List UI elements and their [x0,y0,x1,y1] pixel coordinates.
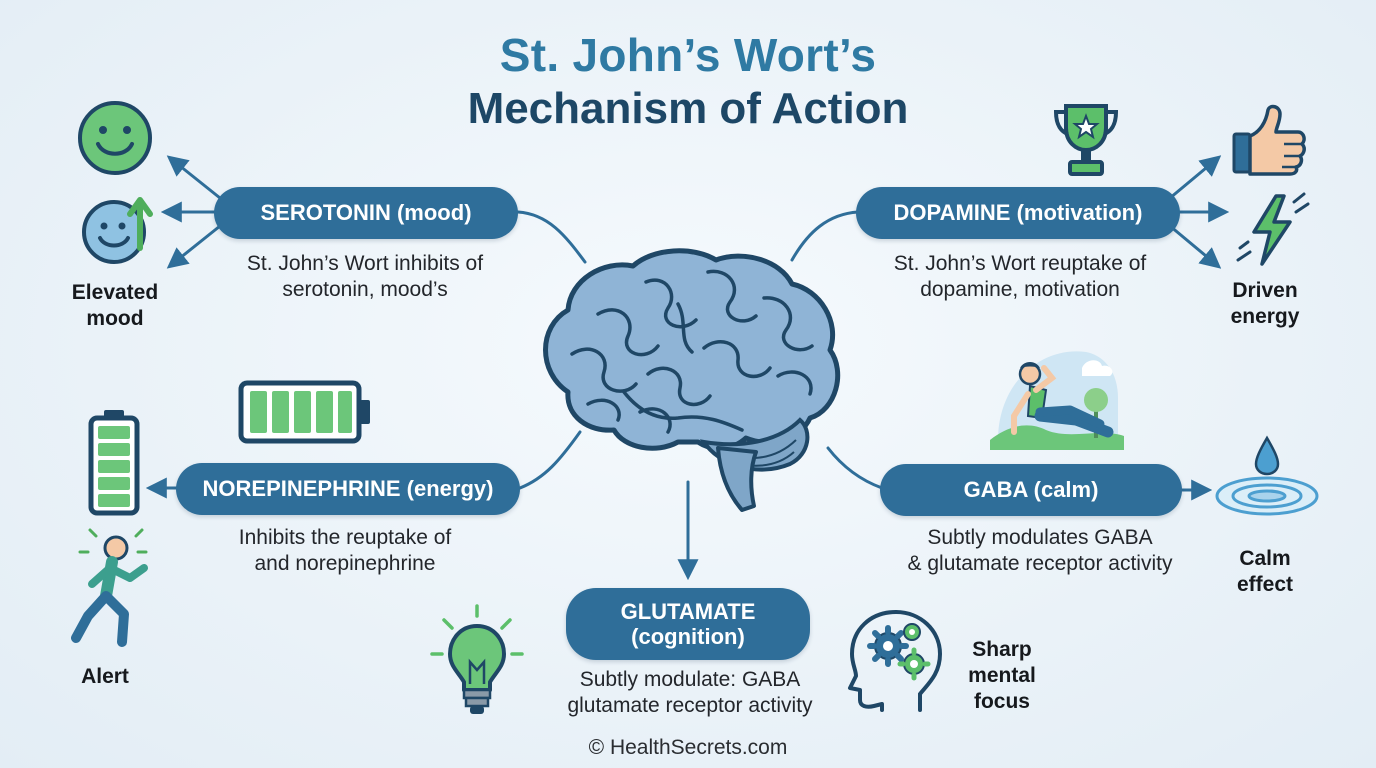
glutamate-effect-line-1: Sharp [972,638,1032,661]
title-line-2: Mechanism of Action [467,84,909,133]
relaxing-person-icon [990,351,1124,450]
title-line-1: St. John’s Wort’s [499,29,877,81]
water-drop-ripple-icon [1215,435,1319,516]
dopamine-desc-line-2: dopamine, motivation [920,278,1120,301]
gaba-effect-label: Calm effect [1205,546,1325,598]
smiley-up-arrow-icon [82,197,153,264]
glutamate-description: Subtly modulate: GABA glutamate receptor… [540,667,840,719]
norepinephrine-desc-line-2: and norepinephrine [254,552,436,575]
serotonin-effect-label: Elevated mood [50,280,180,332]
glutamate-effect-line-2: mental [968,664,1036,687]
dopamine-effect-line-2: energy [1230,305,1300,328]
glutamate-desc-line-1: Subtly modulate: GABA [579,668,801,691]
serotonin-desc-line-1: St. John’s Wort inhibits of [246,252,484,275]
dopamine-effect-line-1: Driven [1232,279,1298,302]
thumbs-up-icon [1232,104,1306,176]
gaba-effect-line-2: effect [1236,573,1294,596]
footer-copyright: © HealthSecrets.com [588,736,788,759]
head-gears-icon [848,610,943,712]
serotonin-description: St. John’s Wort inhibits of serotonin, m… [200,251,530,303]
glutamate-label-line-2: (cognition) [631,624,745,649]
glutamate-label-line-1: GLUTAMATE [620,599,756,624]
lightning-bolt-icon [1236,192,1310,266]
glutamate-effect-line-3: focus [973,690,1030,713]
battery-vertical-icon [88,410,140,516]
running-person-icon [71,528,148,647]
glutamate-desc-line-2: glutamate receptor activity [567,694,813,717]
dopamine-pill[interactable]: DOPAMINE (motivation) [856,187,1180,239]
gaba-effect-line-1: Calm [1239,547,1291,570]
norepinephrine-effect-label: Alert [60,664,150,690]
brain-icon [543,248,841,512]
dopamine-desc-line-1: St. John’s Wort reuptake of [893,252,1147,275]
serotonin-effect-line-2: mood [86,307,144,330]
lightbulb-icon [430,604,524,714]
dopamine-effect-label: Driven energy [1205,278,1325,330]
smiley-face-icon [78,101,152,175]
norepinephrine-description: Inhibits the reuptake of and norepinephr… [180,525,510,577]
gaba-desc-line-1: Subtly modulates GABA [927,526,1153,549]
serotonin-effect-line-1: Elevated [71,281,159,304]
norepinephrine-effect-line-1: Alert [81,665,129,688]
gaba-desc-line-2: & glutamate receptor activity [907,552,1173,575]
glutamate-effect-label: Sharp mental focus [952,637,1052,715]
dopamine-description: St. John’s Wort reuptake of dopamine, mo… [850,251,1190,303]
gaba-description: Subtly modulates GABA & glutamate recept… [880,525,1200,577]
serotonin-desc-line-2: serotonin, mood’s [282,278,448,301]
serotonin-pill[interactable]: SEROTONIN (mood) [214,187,518,239]
glutamate-pill[interactable]: GLUTAMATE (cognition) [566,588,810,660]
trophy-icon [1053,104,1119,176]
gaba-pill[interactable]: GABA (calm) [880,464,1182,516]
norepinephrine-pill[interactable]: NOREPINEPHRINE (energy) [176,463,520,515]
norepinephrine-desc-line-1: Inhibits the reuptake of [238,526,452,549]
battery-horizontal-icon [238,380,370,444]
